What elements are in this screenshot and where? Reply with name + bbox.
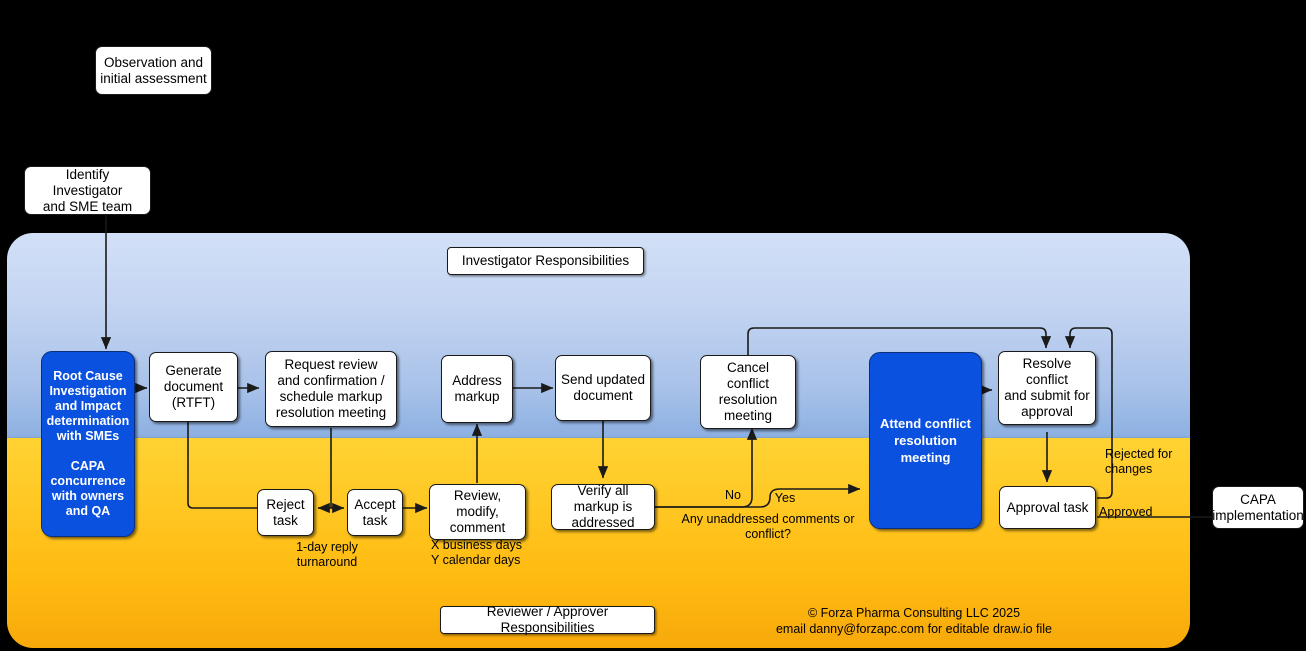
- node-reject-task[interactable]: Reject task: [257, 489, 314, 536]
- node-accept-task[interactable]: Accept task: [347, 489, 403, 536]
- node-send-updated-document[interactable]: Send updated document: [555, 355, 651, 421]
- node-verify-markup[interactable]: Verify all markup is addressed: [551, 483, 655, 530]
- lane-label-reviewer: Reviewer / Approver Responsibilities: [440, 604, 655, 635]
- node-resolve-conflict[interactable]: Resolve conflict and submit for approval: [998, 351, 1096, 425]
- node-root-cause-investigation[interactable]: Root Cause Investigation and Impact dete…: [41, 351, 135, 537]
- node-capa-implementation[interactable]: CAPA implementation: [1212, 486, 1304, 529]
- edge-label-approved: Approved: [1099, 505, 1153, 519]
- edge-label-rejected-for-changes: Rejected for changes: [1105, 447, 1173, 476]
- node-identify-team[interactable]: Identify Investigator and SME team: [24, 166, 151, 215]
- node-observation[interactable]: Observation and initial assessment: [95, 46, 212, 95]
- node-review-modify-comment[interactable]: Review, modify, comment: [429, 484, 526, 540]
- footer-contact: email danny@forzapc.com for editable dra…: [775, 622, 1053, 636]
- lane-label-investigator: Investigator Responsibilities: [447, 247, 644, 275]
- node-approval-task[interactable]: Approval task: [999, 486, 1096, 529]
- node-cancel-conflict-meeting[interactable]: Cancel conflict resolution meeting: [700, 355, 796, 429]
- edge-label-yes: Yes: [774, 491, 796, 505]
- footer-copyright: © Forza Pharma Consulting LLC 2025: [807, 606, 1021, 620]
- edge-label-decision-question: Any unaddressed comments or conflict?: [681, 512, 855, 541]
- note-reply-turnaround: 1-day reply turnaround: [296, 540, 358, 569]
- edge-label-no: No: [725, 488, 741, 502]
- node-request-review[interactable]: Request review and confirmation / schedu…: [265, 351, 397, 427]
- note-review-duration: X business days Y calendar days: [431, 538, 523, 567]
- node-generate-document[interactable]: Generate document (RTFT): [149, 352, 238, 422]
- node-address-markup[interactable]: Address markup: [441, 355, 513, 423]
- node-attend-conflict-meeting[interactable]: Attend conflict resolution meeting: [869, 352, 982, 529]
